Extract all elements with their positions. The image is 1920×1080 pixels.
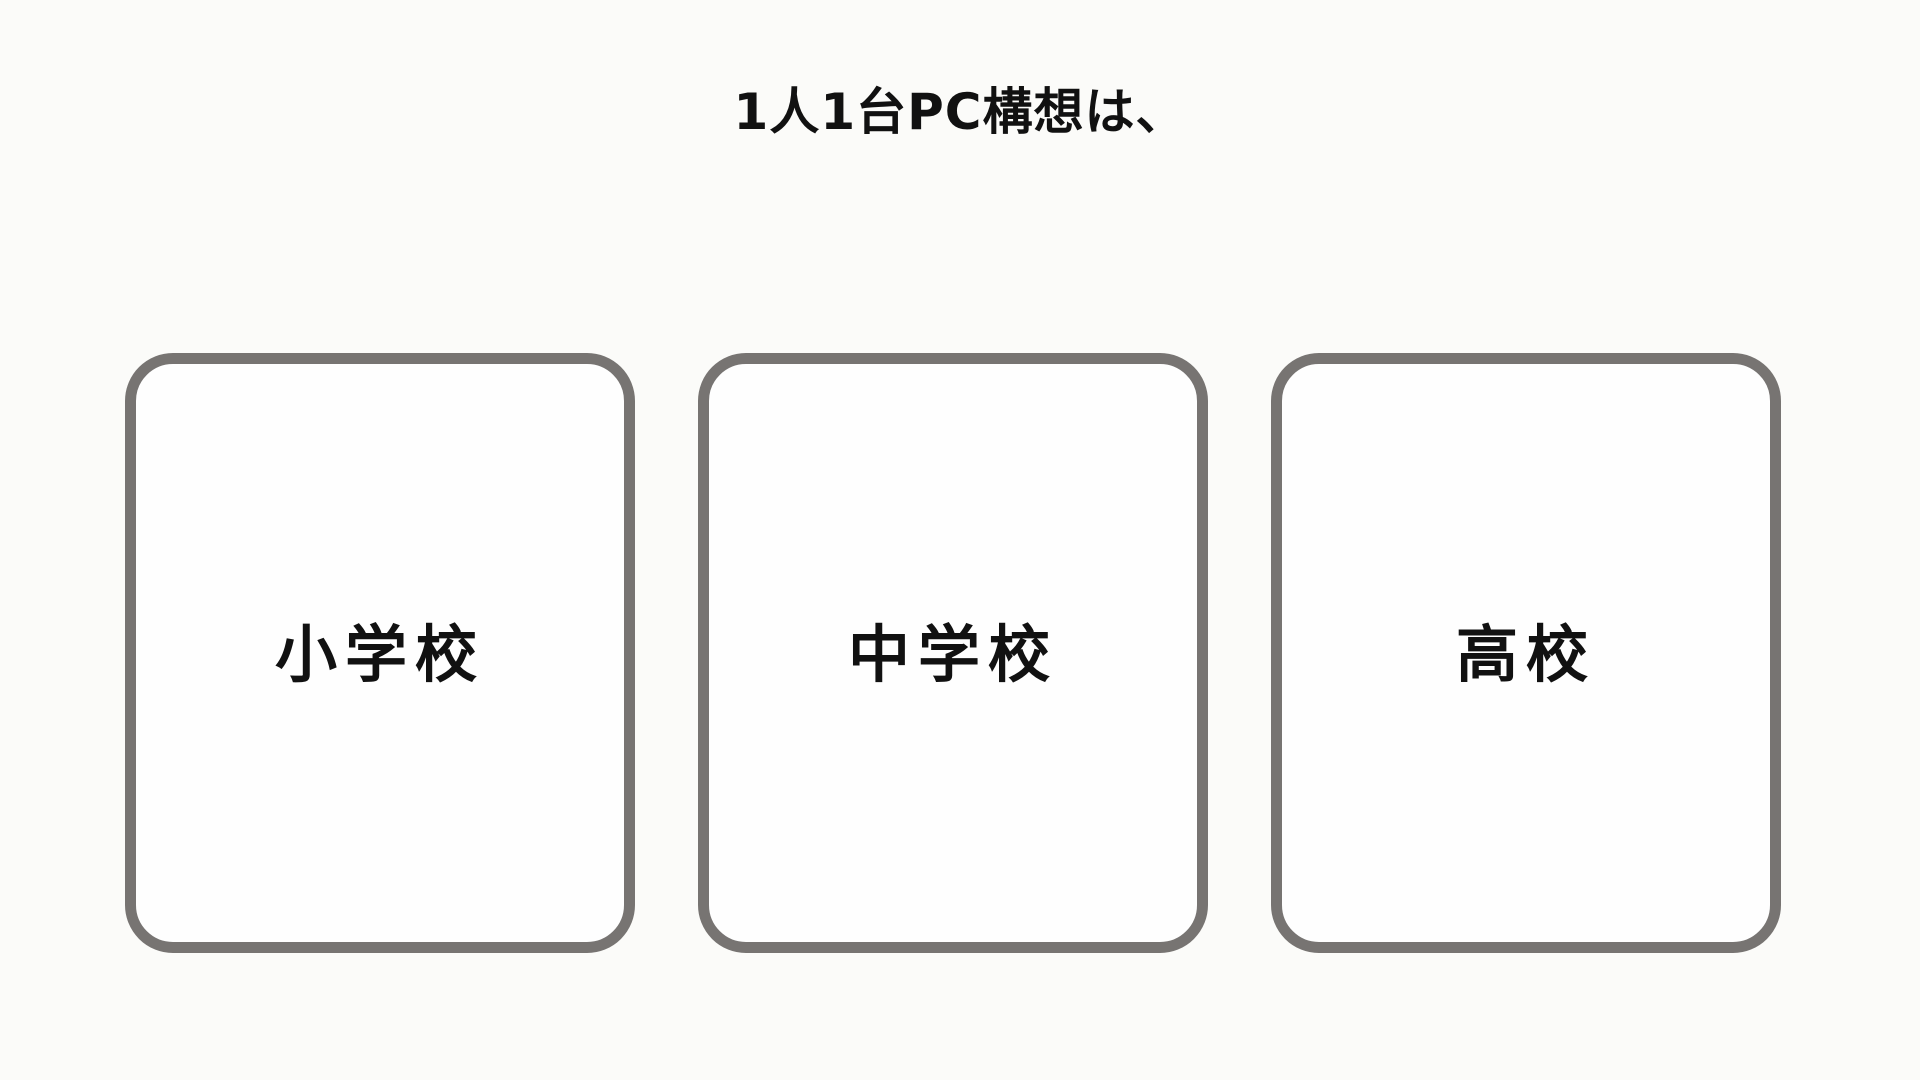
card-label-elementary-school: 小学校 <box>274 618 485 691</box>
card-high-school: 高校 <box>1271 353 1781 953</box>
card-elementary-school: 小学校 <box>125 353 635 953</box>
card-label-junior-high-school: 中学校 <box>847 618 1058 691</box>
card-label-high-school: 高校 <box>1455 618 1596 691</box>
page-title: 1人1台PC構想は、 <box>733 83 1187 141</box>
card-junior-high-school: 中学校 <box>698 353 1208 953</box>
